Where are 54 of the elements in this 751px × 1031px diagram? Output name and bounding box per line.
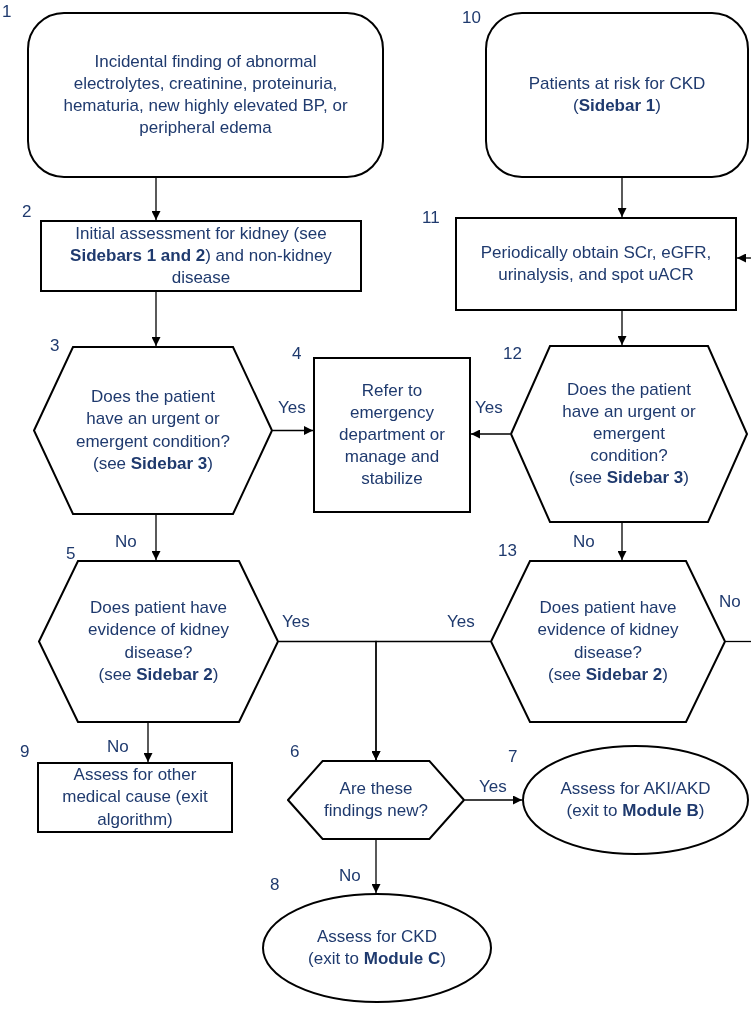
- node-text: Initial assessment for kidney (see Sidebars 1 and 2) and non-kidney disease: [69, 222, 333, 290]
- node-text: Refer to emergency department or manage and stabilize: [338, 379, 446, 491]
- node-text: Assess for other medical cause (exit algorithm): [61, 764, 209, 831]
- node-text: (Sidebar 1): [573, 95, 661, 117]
- process-box: [313, 357, 471, 513]
- step-number: 7: [508, 747, 518, 767]
- arrow: [151, 514, 161, 561]
- decision-hexagon: [287, 760, 465, 840]
- node-text: (see Sidebar 2): [548, 663, 668, 686]
- node-text: Are these findings new?: [323, 777, 429, 822]
- arrow: [464, 795, 523, 805]
- step-number: 2: [22, 202, 32, 222]
- node-text: Incidental finding of abnormal electrolytes, creatinine, proteinuria, hematuria, new highly elevated BP, or peripheral edema: [62, 50, 349, 140]
- step-number: 5: [66, 544, 76, 564]
- step-number: 4: [292, 344, 302, 364]
- arrow: [151, 291, 161, 347]
- arrow: [272, 426, 314, 435]
- step-number: 3: [50, 336, 60, 356]
- node-text: Periodically obtain SCr, eGFR, urinalysis, and spot uACR: [479, 241, 713, 286]
- decision-hexagon: [38, 560, 279, 723]
- node-text: (see Sidebar 3): [569, 467, 689, 490]
- process-box: [455, 217, 737, 311]
- step-number: 13: [498, 541, 517, 561]
- node-text: Assess for AKI/AKD (exit to Module B): [560, 777, 711, 822]
- arrow: [371, 839, 381, 894]
- step-number: 6: [290, 742, 300, 762]
- arrow: [617, 522, 627, 561]
- node-text: Does patient have evidence of kidney disease?: [87, 597, 230, 664]
- node-text: (see Sidebar 3): [93, 452, 213, 475]
- step-number: 11: [422, 208, 440, 228]
- step-number: 12: [503, 344, 522, 364]
- step-number: 1: [2, 2, 12, 22]
- arrow: [617, 177, 627, 218]
- arrow: [736, 253, 751, 263]
- start-box: [27, 12, 384, 178]
- node-text: Does the patient have an urgent or emergent condition?: [561, 378, 697, 468]
- node-text: Assess for CKD (exit to Module C): [307, 925, 447, 970]
- arrow: [143, 722, 153, 763]
- exit-ellipse: [522, 745, 749, 855]
- process-box: [37, 762, 233, 833]
- arrow: [151, 177, 161, 221]
- step-number: 9: [20, 742, 30, 762]
- exit-ellipse: [262, 893, 492, 1003]
- process-box: [40, 220, 362, 292]
- step-number: 10: [462, 8, 481, 28]
- node-text: Does the patient have an urgent or emergent condition?: [75, 386, 231, 453]
- node-text: (see Sidebar 2): [98, 663, 219, 686]
- node-text: Does patient have evidence of kidney disease?: [536, 597, 680, 664]
- node-text: Patients at risk for CKD: [528, 72, 706, 95]
- step-number: 8: [270, 875, 280, 895]
- arrow: [371, 640, 491, 761]
- arrow: [617, 310, 627, 346]
- start-box: [485, 12, 749, 178]
- arrow: [470, 429, 511, 439]
